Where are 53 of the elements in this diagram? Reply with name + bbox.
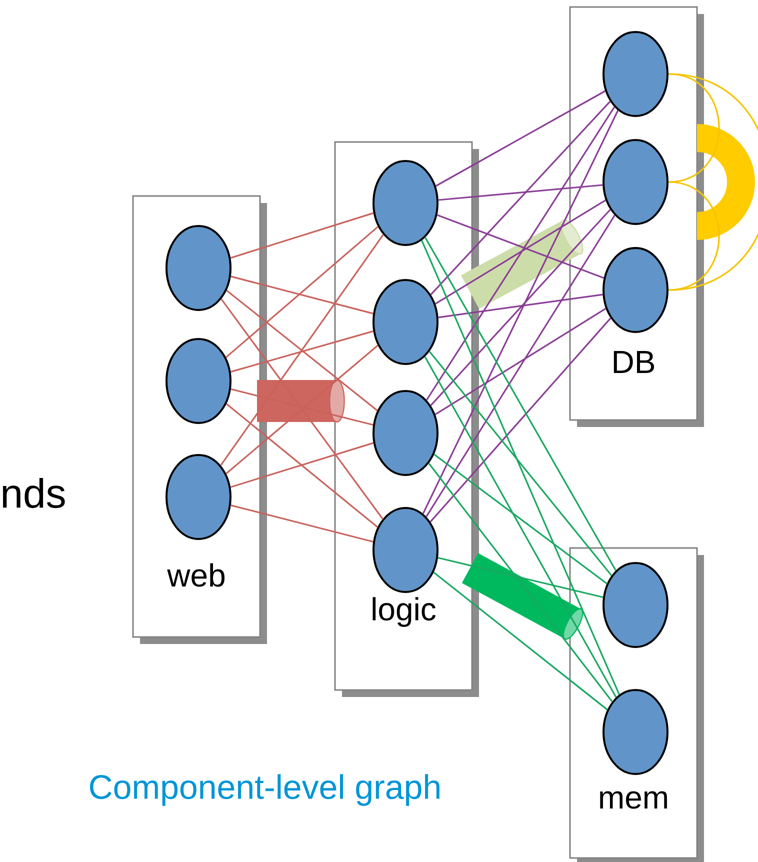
connection-line (424, 237, 616, 571)
component-circle (602, 247, 668, 333)
connection-line (668, 73, 758, 291)
connection-line (226, 344, 378, 474)
connection-line (438, 294, 603, 318)
component-circle (372, 279, 438, 365)
connection-line (435, 90, 606, 187)
connection-line (226, 403, 378, 528)
connection-line (430, 100, 611, 296)
connection-line (230, 276, 374, 314)
component-circle (166, 454, 232, 540)
connection-line (428, 462, 613, 702)
connection-line (426, 106, 616, 400)
connection-line (434, 200, 606, 304)
slide-text: nds (2, 478, 65, 508)
connection-line (424, 356, 617, 698)
connection-line (220, 234, 384, 466)
connection-line (230, 330, 374, 373)
connection-line (230, 212, 374, 259)
connection-line (220, 298, 384, 520)
caption: Component-level graph (90, 774, 440, 806)
connection-line (430, 209, 611, 406)
connection-line (430, 318, 612, 522)
component-circle (602, 139, 668, 225)
connection-line (230, 388, 374, 426)
component-circle (372, 160, 438, 246)
connection-line (428, 351, 612, 576)
connection-line (434, 308, 606, 416)
component-circle (372, 507, 438, 593)
connection-line (436, 214, 604, 279)
connection-line (230, 442, 374, 488)
connection-line (434, 454, 608, 584)
connection-line (230, 504, 374, 542)
connection-line (438, 556, 604, 598)
component-circle (372, 390, 438, 476)
connection-line (226, 290, 378, 412)
component-circle (166, 338, 232, 424)
connection-line (421, 240, 620, 695)
ring-pipe (696, 124, 755, 240)
component-circle (166, 225, 232, 311)
connection-line (426, 214, 616, 518)
pipe (462, 553, 582, 639)
connection-line (438, 184, 603, 201)
connection-line (668, 73, 720, 183)
connection-line (433, 572, 608, 710)
pipe (257, 380, 337, 422)
pipe (460, 220, 582, 309)
component-circle (602, 562, 668, 648)
connection-line (422, 110, 619, 514)
component-circle (602, 31, 668, 117)
connection-line (668, 181, 720, 291)
connection-line (226, 226, 378, 358)
component-circle (602, 689, 668, 775)
